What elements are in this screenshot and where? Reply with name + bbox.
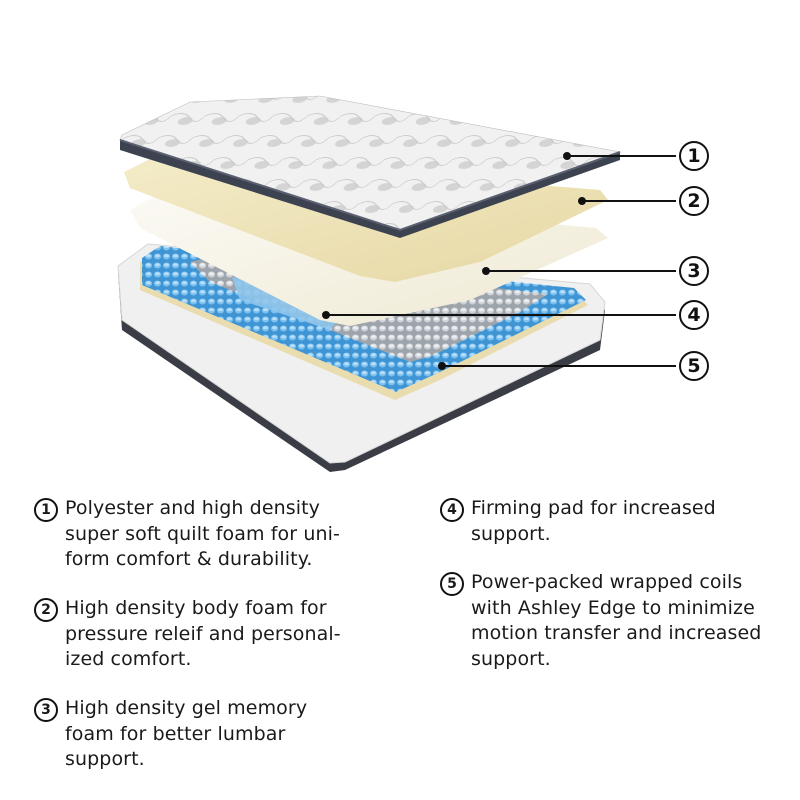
number-3-badge: 3 [34, 698, 58, 722]
callout-lines [322, 152, 676, 370]
description-1: 1 Polyester and high density super soft … [34, 496, 340, 573]
description-4-text: Firming pad for increased support. [471, 497, 716, 545]
callout-5-badge: 5 [679, 351, 709, 381]
description-2: 2 High density body foam for pressure re… [34, 596, 341, 673]
mattress-illustration [117, 95, 676, 472]
description-4: 4 Firming pad for increased support. [440, 496, 716, 547]
callout-2-badge: 2 [679, 186, 709, 216]
number-5-badge: 5 [440, 572, 464, 596]
description-1-text: Polyester and high density super soft qu… [65, 497, 340, 570]
quilt-top-layer [119, 95, 622, 238]
description-3: 3 High density gel memory foam for bette… [34, 696, 307, 773]
number-4-badge: 4 [440, 498, 464, 522]
callout-3-badge: 3 [679, 256, 709, 286]
callout-1-badge: 1 [679, 141, 709, 171]
description-5: 5 Power-packed wrapped coils with Ashley… [440, 570, 761, 672]
description-3-text: High density gel memory foam for better … [65, 697, 308, 770]
description-2-text: High density body foam for pressure rele… [65, 597, 341, 670]
number-2-badge: 2 [34, 598, 58, 622]
description-5-text: Power-packed wrapped coils with Ashley E… [471, 571, 762, 670]
number-1-badge: 1 [34, 498, 58, 522]
callout-4-badge: 4 [679, 300, 709, 330]
